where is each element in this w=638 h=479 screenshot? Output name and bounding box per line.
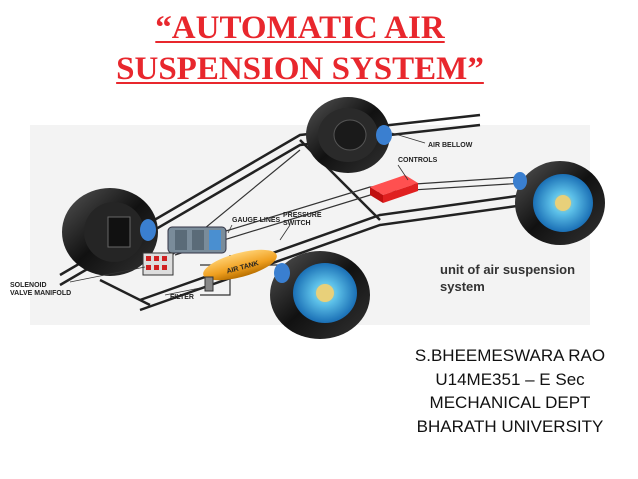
air-bellow-front-right: [274, 263, 290, 283]
caption-line-1: unit of air suspension: [440, 262, 575, 277]
label-controls: CONTROLS: [398, 157, 438, 164]
slide-title: “AUTOMATIC AIR SUSPENSION SYSTEM”: [100, 8, 500, 90]
wheel-front-right: [270, 251, 370, 339]
air-suspension-diagram: AIR BELLOW CONTROLS GAUGE LINES PRESSURE…: [10, 97, 605, 339]
label-air-bellow: AIR BELLOW: [428, 142, 473, 149]
label-filter: FILTER: [170, 294, 194, 301]
caption-line-2: system: [440, 279, 485, 294]
label-gauge-lines: GAUGE LINES: [232, 217, 281, 224]
label-switch: SWITCH: [283, 220, 311, 227]
label-valve-manifold: VALVE MANIFOLD: [10, 290, 71, 297]
label-solenoid: SOLENOID: [10, 282, 47, 289]
author-name: S.BHEEMESWARA RAO: [414, 346, 606, 365]
wheel-rear-left: [306, 97, 390, 173]
label-pressure: PRESSURE: [283, 212, 322, 219]
air-bellow-rear-left: [376, 125, 392, 145]
compressor: [167, 226, 227, 254]
air-tank: [203, 249, 277, 281]
filter: [204, 276, 214, 292]
air-bellow-front-left: [140, 219, 156, 241]
wheel-rear-right: [515, 161, 605, 245]
air-bellow-rear-right: [513, 172, 527, 190]
solenoid-valve-manifold: [142, 252, 174, 276]
author-block: S.BHEEMESWARA RAO U14ME351 – E Sec MECHA…: [395, 344, 625, 438]
callout-lines: [69, 132, 426, 296]
author-dept: MECHANICAL DEPT: [429, 393, 591, 412]
author-roll: U14ME351 – E Sec: [435, 369, 585, 389]
title-line-1: “AUTOMATIC AIR: [155, 10, 445, 46]
title-line-2: SUSPENSION SYSTEM”: [116, 51, 484, 87]
wheel-front-left: [62, 188, 158, 276]
controls-box: [370, 175, 418, 203]
author-university: BHARATH UNIVERSITY: [416, 416, 604, 436]
